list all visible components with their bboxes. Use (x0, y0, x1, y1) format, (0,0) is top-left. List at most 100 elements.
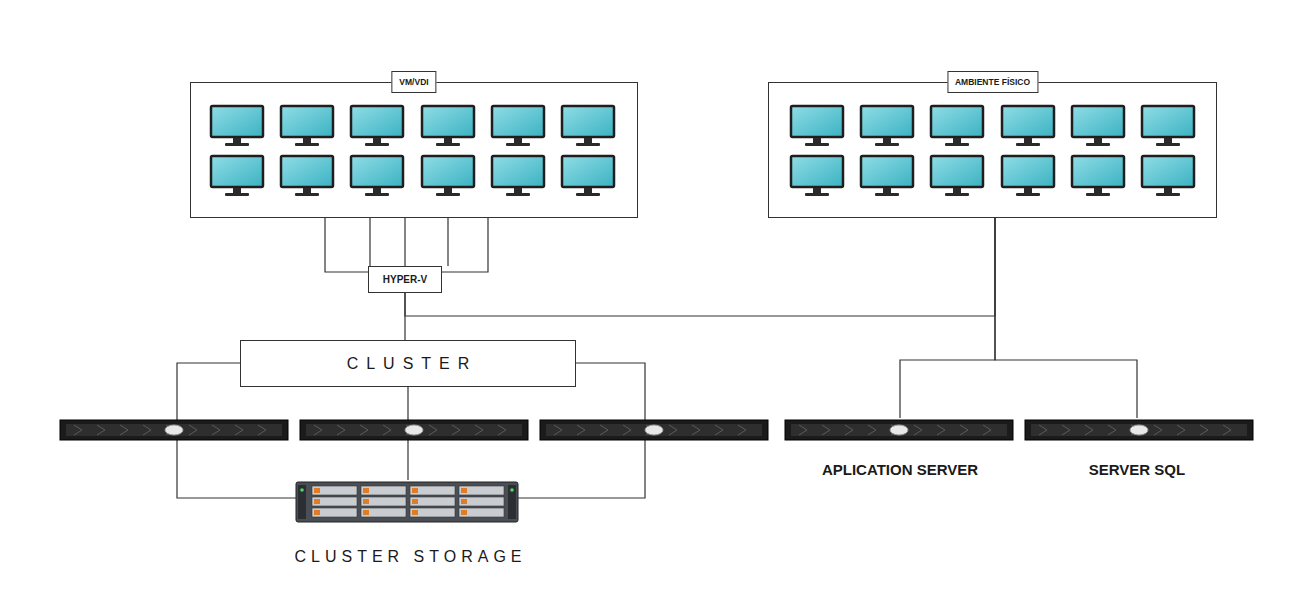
server-vent (97, 425, 105, 435)
server-vent (868, 425, 876, 435)
server-vent (1085, 425, 1093, 435)
monitor-base (1156, 143, 1180, 146)
server-vent (692, 425, 700, 435)
rack-server-icon (1025, 420, 1253, 440)
drive-latch (363, 488, 369, 493)
monitor-neck (303, 138, 311, 143)
server-vent (577, 425, 585, 435)
monitor-icon (1002, 156, 1054, 196)
monitor-base (225, 143, 249, 146)
group-panel: AMBIENTE FÍSICO (768, 82, 1217, 218)
server-vent (799, 425, 807, 435)
connector-wire (576, 363, 645, 420)
drive-latch (363, 510, 369, 515)
monitor-icon (492, 106, 544, 146)
monitor-base (506, 143, 530, 146)
monitor-screen (1072, 156, 1124, 187)
drive-bay (361, 486, 406, 495)
server-front (791, 424, 1007, 436)
server-vent (235, 425, 243, 435)
monitor-neck (813, 138, 821, 143)
monitor-neck (1024, 138, 1032, 143)
monitor-neck (883, 188, 891, 193)
server-vent (452, 425, 460, 435)
server-vent (1062, 425, 1070, 435)
server-vent (475, 425, 483, 435)
drive-bay (312, 497, 357, 506)
monitor-icon (211, 106, 263, 146)
rack-server-icon (300, 420, 528, 440)
monitor-screen (861, 106, 913, 137)
storage-array-icon (296, 482, 518, 522)
monitor-screen (211, 106, 263, 137)
server-vent (600, 425, 608, 435)
status-led (300, 488, 304, 492)
server-vent (715, 425, 723, 435)
monitor-base (1156, 193, 1180, 196)
monitor-screen (791, 106, 843, 137)
monitor-neck (883, 138, 891, 143)
server-vent (212, 425, 220, 435)
monitor-icon (931, 156, 983, 196)
monitor-screen (1002, 156, 1054, 187)
server-vent (623, 425, 631, 435)
device-label: CLUSTER STORAGE (292, 548, 528, 566)
drive-bay (459, 497, 504, 506)
monitor-base (945, 193, 969, 196)
monitor-neck (1164, 138, 1172, 143)
device-node: CLUSTER STORAGE (280, 480, 536, 566)
monitor-icon (562, 106, 614, 146)
server-vent (983, 425, 991, 435)
connector-wire (447, 218, 448, 266)
storage-ear (508, 485, 516, 519)
drive-bay (361, 508, 406, 517)
monitor-base (436, 143, 460, 146)
server-logo (645, 425, 663, 435)
monitor-base (1086, 193, 1110, 196)
monitor-icon (791, 156, 843, 196)
monitor-neck (233, 188, 241, 193)
server-vent (337, 425, 345, 435)
monitor-neck (373, 188, 381, 193)
monitor-neck (953, 188, 961, 193)
server-vent (1200, 425, 1208, 435)
drive-latch (461, 510, 467, 515)
monitor-icon (351, 156, 403, 196)
group-panel: VM/VDI (190, 82, 638, 218)
storage-chassis (296, 482, 518, 522)
monitor-base (875, 193, 899, 196)
monitor-screen (791, 156, 843, 187)
monitor-screen (562, 156, 614, 187)
drive-latch (314, 499, 320, 504)
storage-ear (298, 485, 306, 519)
monitor-screen (1142, 106, 1194, 137)
monitor-icon (281, 106, 333, 146)
connector-line (404, 218, 405, 266)
monitor-neck (1094, 138, 1102, 143)
monitor-icon (1072, 106, 1124, 146)
monitor-screen (562, 106, 614, 137)
connector-wire (325, 218, 368, 272)
monitor-base (295, 193, 319, 196)
drive-latch (412, 499, 418, 504)
monitor-icon (422, 156, 474, 196)
drive-latch (412, 510, 418, 515)
server-vent (914, 425, 922, 435)
connector-line (405, 218, 995, 316)
monitor-neck (584, 188, 592, 193)
monitor-neck (813, 188, 821, 193)
connector-wire (177, 363, 240, 420)
monitor-base (1016, 143, 1040, 146)
drive-bay (410, 508, 455, 517)
monitor-icon (931, 106, 983, 146)
monitor-neck (1094, 188, 1102, 193)
monitor-icon (861, 156, 913, 196)
server-vent (314, 425, 322, 435)
monitor-icon (861, 106, 913, 146)
server-vent (120, 425, 128, 435)
server-logo (405, 425, 423, 435)
monitor-base (805, 193, 829, 196)
